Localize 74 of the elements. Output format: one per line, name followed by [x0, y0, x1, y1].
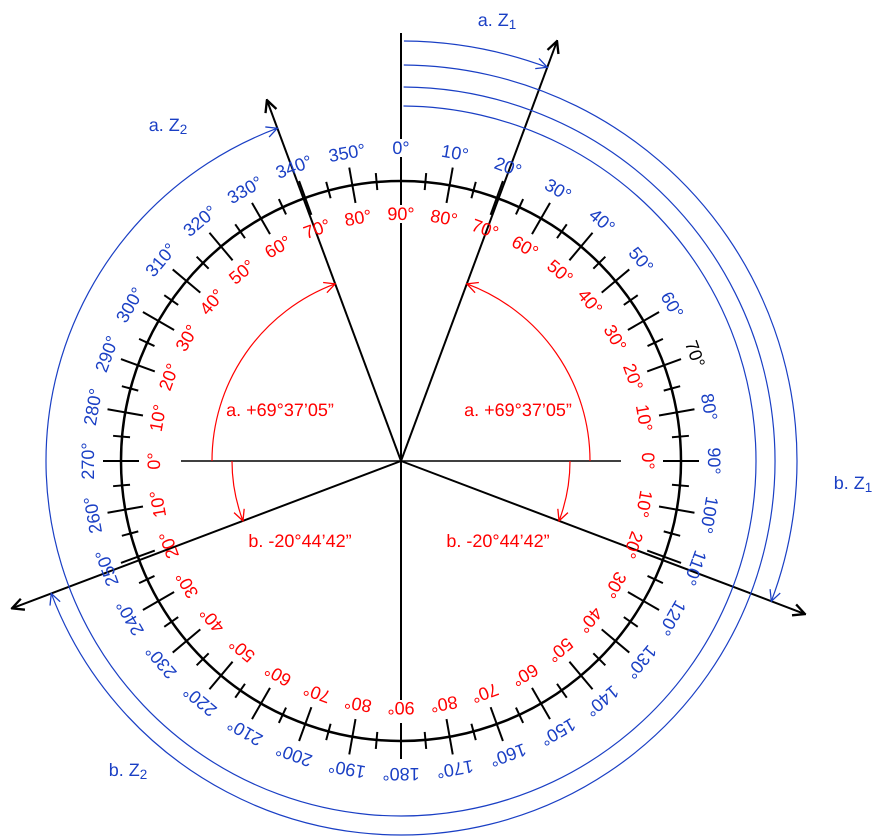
elevation-scale-label: 10°: [633, 488, 656, 519]
arc-label: a. Z$_{1}$: [478, 11, 516, 29]
bearing-scale-label: 40°: [586, 206, 618, 237]
bearing-scale-label: 50°: [625, 244, 656, 276]
elevation-scale-label: 80°: [428, 206, 459, 229]
bearing-scale-label: 60°: [657, 288, 687, 321]
bearing-scale-label: 30°: [541, 175, 574, 205]
bearing-scale-label: 260°: [80, 495, 105, 536]
elevation-scale-label: 20°: [156, 360, 182, 392]
bearing-scale-label: 150°: [536, 714, 578, 750]
bearing-scale-label: 70°: [682, 338, 708, 370]
elevation-scale-label: 50°: [544, 256, 576, 288]
elevation-scale-label: 30°: [600, 568, 630, 601]
bearing-scale-label: 80°: [698, 392, 720, 422]
elevation-scale-label: 40°: [196, 604, 228, 636]
elevation-scale-label: 70°: [300, 680, 332, 706]
elevation-scale-label: 70°: [300, 216, 332, 242]
bearing-scale-label: 170°: [435, 757, 476, 782]
elevation-scale-label: 40°: [574, 604, 606, 636]
arc-label: b. Z$_{1}$: [834, 474, 872, 492]
elevation-scale-label: 0°: [145, 452, 163, 470]
elevation-scale-label: 80°: [428, 693, 459, 716]
elevation-scale-label: 30°: [172, 568, 202, 601]
bearing-scale-label: 200°: [273, 740, 314, 770]
bearing-scale-label: 190°: [326, 757, 367, 782]
elevation-scale-label: 20°: [620, 360, 646, 392]
bearing-scale-label: 270°: [79, 442, 97, 480]
elevation-scale-label: 30°: [172, 321, 202, 354]
elevation-scale-label: 40°: [196, 286, 228, 318]
bearing-scale-label: 280°: [80, 386, 105, 427]
bearing-scale-label: 210°: [224, 714, 266, 750]
elevation-scale-label: 50°: [226, 634, 258, 666]
bearing-scale-label: 180°: [382, 765, 420, 783]
elevation-scale-label: 70°: [470, 216, 502, 242]
bearing-scale-label: 250°: [92, 547, 122, 589]
bearing-scale-label: 90°: [705, 447, 723, 475]
elevation-scale-label: 20°: [620, 530, 646, 562]
elevation-scale-label: 10°: [633, 403, 656, 434]
elevation-scale-label: 40°: [574, 286, 606, 318]
bearing-scale-label: 0°: [392, 139, 410, 157]
elevation-scale-label: 0°: [639, 452, 657, 470]
elevation-scale-label: 20°: [156, 530, 182, 562]
arc-label: a. Z$_{2}$: [148, 116, 188, 134]
elevation-scale-label: 60°: [508, 232, 541, 262]
bearing-scale-label: 10°: [440, 142, 470, 164]
elevation-scale-label: 80°: [343, 693, 374, 716]
elevation-scale-label: 90°: [387, 205, 415, 223]
bearing-scale-label: 350°: [326, 140, 367, 165]
elevation-scale-label: 60°: [261, 660, 294, 690]
bearing-scale-label: 290°: [92, 333, 122, 374]
elevation-scale-label: 60°: [261, 232, 294, 262]
elevation-scale-label: 10°: [146, 488, 169, 519]
bearing-scale-label: 100°: [697, 495, 722, 536]
bearing-scale-label: 230°: [142, 642, 180, 682]
elevation-scale-label: 80°: [343, 206, 374, 229]
elevation-scale-label: 70°: [470, 680, 502, 706]
bearing-scale-label: 340°: [273, 152, 314, 182]
angle-label: b. -20°44’42”: [248, 532, 352, 550]
elevation-scale-label: 60°: [508, 660, 541, 690]
bearing-scale-label: 320°: [180, 202, 220, 240]
elevation-scale-label: 50°: [226, 256, 258, 288]
angle-label: a. +69°37’05”: [464, 401, 572, 419]
arc-label: b. Z$_{2}$: [108, 761, 148, 779]
bearing-scale-label: 220°: [180, 682, 220, 720]
angle-label: b. -20°44’42”: [446, 532, 550, 550]
bearing-scale-label: 160°: [487, 740, 529, 770]
elevation-scale-label: 50°: [544, 634, 576, 666]
elevation-scale-label: 90°: [387, 699, 415, 717]
elevation-scale-label: 30°: [600, 321, 630, 354]
bearing-scale-label: 20°: [492, 154, 524, 180]
elevation-scale-label: 10°: [146, 403, 169, 434]
bearing-scale-label: 110°: [680, 548, 710, 588]
angle-label: a. +69°37’05”: [226, 401, 334, 419]
bearing-scale-label: 330°: [224, 172, 266, 208]
